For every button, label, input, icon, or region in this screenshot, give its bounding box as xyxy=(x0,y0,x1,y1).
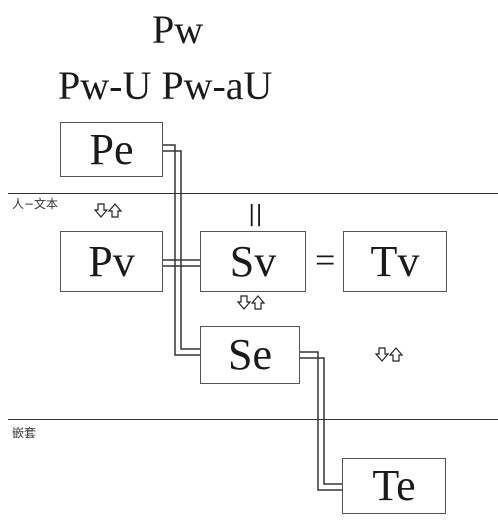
node-te: Te xyxy=(342,458,446,514)
node-sv: Sv xyxy=(200,231,306,292)
node-pe: Pe xyxy=(60,122,163,177)
node-tv: Tv xyxy=(343,231,447,292)
node-pv: Pv xyxy=(60,231,163,292)
down-up-arrow-icon xyxy=(375,347,403,362)
title-line-1: Pw xyxy=(152,7,204,52)
title-line-2: Pw-U Pw-aU xyxy=(58,63,273,108)
parallel-symbol: || xyxy=(248,202,263,227)
upper-divider xyxy=(8,193,498,194)
band-label-top: 人−文本 xyxy=(12,197,59,211)
lower-divider xyxy=(8,419,498,420)
down-up-arrow-icon xyxy=(94,203,122,218)
down-up-arrow-icon xyxy=(237,295,265,310)
equals-symbol: = xyxy=(315,240,336,280)
band-label-bottom: 嵌套 xyxy=(12,426,37,440)
node-se: Se xyxy=(200,326,300,384)
